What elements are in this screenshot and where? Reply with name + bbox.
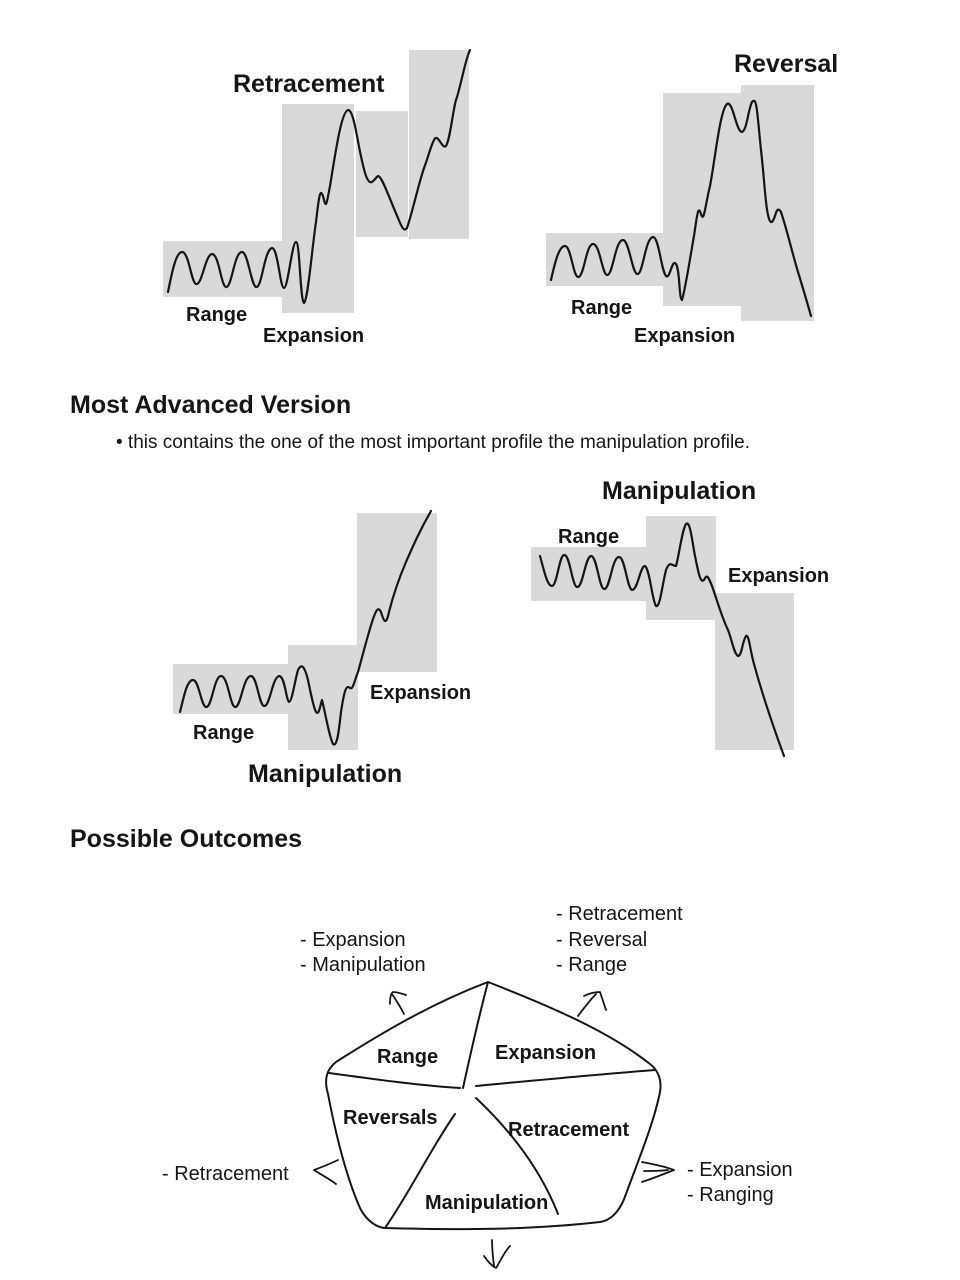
manipulation-down-profile-diagram: Manipulation Range Expansion <box>531 477 829 758</box>
divider-line <box>384 1113 456 1229</box>
expansion-box <box>663 93 743 306</box>
arrow-icon <box>483 1239 511 1269</box>
segment-label-range: Range <box>377 1046 438 1068</box>
outcome-item: - Manipulation <box>300 954 426 976</box>
outcome-item: - Range <box>556 954 627 976</box>
range-box <box>531 547 656 601</box>
outcome-list-expansion: - Retracement - Reversal - Range <box>556 903 683 976</box>
segment-label-expansion: Expansion <box>495 1042 596 1064</box>
retracement-profile-diagram: Retracement Range Expansion <box>163 48 472 347</box>
segment-label-retracement: Retracement <box>508 1119 630 1141</box>
outcome-list-range: - Expansion - Manipulation <box>300 929 426 976</box>
segment-label-manipulation: Manipulation <box>425 1192 548 1214</box>
arrow-icon <box>313 1159 339 1185</box>
retracement-title: Retracement <box>233 70 385 98</box>
price-path <box>166 48 472 305</box>
reversal-title: Reversal <box>734 50 838 78</box>
bullet-note: • this contains the one of the most impo… <box>116 432 750 453</box>
divider-line <box>475 1069 656 1087</box>
outcome-item: - Reversal <box>556 929 647 951</box>
outcome-item: - Expansion <box>687 1159 793 1181</box>
expansion-label: Expansion <box>263 325 364 347</box>
divider-line <box>328 1072 461 1089</box>
section-heading: Possible Outcomes <box>70 825 302 853</box>
expansion-label: Expansion <box>728 565 829 587</box>
expansion-label: Expansion <box>634 325 735 347</box>
divider-line <box>475 1097 559 1215</box>
section-heading: Most Advanced Version <box>70 391 351 419</box>
reversal-profile-diagram: Reversal Range Expansion <box>546 50 838 347</box>
outcome-list-retracement: - Expansion - Ranging <box>687 1159 793 1206</box>
outcome-item: - Retracement <box>162 1163 289 1185</box>
expansion-label: Expansion <box>370 682 471 704</box>
outcome-list-reversals: - Retracement <box>162 1163 289 1185</box>
price-path <box>178 509 433 746</box>
divider-line <box>462 981 489 1089</box>
expansion-box <box>357 513 437 672</box>
outcome-item: - Ranging <box>687 1184 774 1206</box>
segment-label-reversals: Reversals <box>343 1107 438 1129</box>
outcomes-pentagon-diagram: Range Expansion Reversals Retracement Ma… <box>162 903 793 1269</box>
outcome-item: - Expansion <box>300 929 406 951</box>
manipulation-label: Manipulation <box>248 760 402 788</box>
retracement-box <box>356 111 408 237</box>
manipulation-box <box>288 645 358 750</box>
expansion-box <box>715 593 794 750</box>
arrow-icon <box>389 991 407 1015</box>
price-path <box>549 99 813 318</box>
manipulation-title: Manipulation <box>602 477 756 505</box>
manipulation-up-profile-diagram: Range Expansion Manipulation <box>173 509 471 788</box>
range-label: Range <box>193 722 254 744</box>
arrow-icon <box>577 991 607 1017</box>
range-label: Range <box>186 304 247 326</box>
continuation-box <box>409 50 469 239</box>
range-box <box>163 241 297 297</box>
range-label: Range <box>558 526 619 548</box>
price-path <box>538 522 786 758</box>
outcome-item: - Retracement <box>556 903 683 925</box>
arrow-icon <box>641 1161 675 1183</box>
range-label: Range <box>571 297 632 319</box>
manipulation-box <box>646 516 716 620</box>
